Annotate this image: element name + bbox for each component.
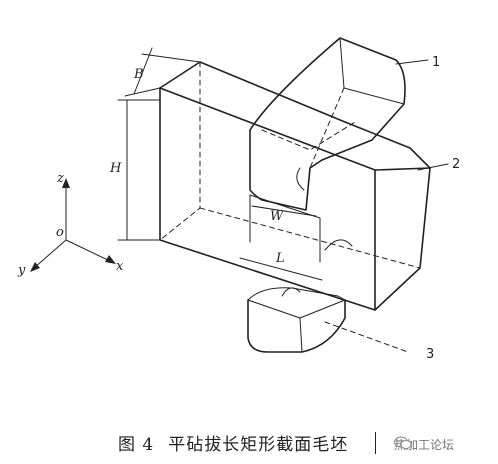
workpiece-blank xyxy=(159,61,431,311)
y-arrow-icon xyxy=(30,262,40,272)
z-arrow-icon xyxy=(62,178,70,188)
axis-x-label: x xyxy=(116,259,124,274)
label-l: L xyxy=(275,251,285,266)
upper-anvil xyxy=(249,37,406,211)
dimension-b: B xyxy=(124,47,201,97)
x-arrow-icon xyxy=(105,255,116,264)
label-b: B xyxy=(133,67,144,82)
label-w: W xyxy=(270,209,285,224)
caption-number: 图 4 xyxy=(118,435,155,455)
axis-o-label: o xyxy=(56,225,64,240)
dimension-w: W xyxy=(251,205,317,224)
part-number-1: 1 xyxy=(432,55,440,70)
lower-anvil xyxy=(247,287,346,353)
watermark: 热加工论坛 xyxy=(394,436,454,453)
part-number-3: 3 xyxy=(426,347,434,362)
label-h: H xyxy=(109,161,122,176)
figure-caption: 图 4 平砧拔长矩形截面毛坯 xyxy=(118,430,362,455)
caption-text: 平砧拔长矩形截面毛坯 xyxy=(168,435,349,455)
text-cursor xyxy=(375,432,376,454)
wechat-icon xyxy=(394,436,412,449)
dimension-h: H xyxy=(109,99,161,241)
coordinate-axes: z o x y xyxy=(17,171,124,278)
part-leaders: 1 2 3 xyxy=(324,55,460,362)
part-number-2: 2 xyxy=(452,157,460,172)
axis-y-label: y xyxy=(17,263,26,278)
axis-z-label: z xyxy=(56,171,64,186)
dimension-l: L xyxy=(239,251,323,281)
